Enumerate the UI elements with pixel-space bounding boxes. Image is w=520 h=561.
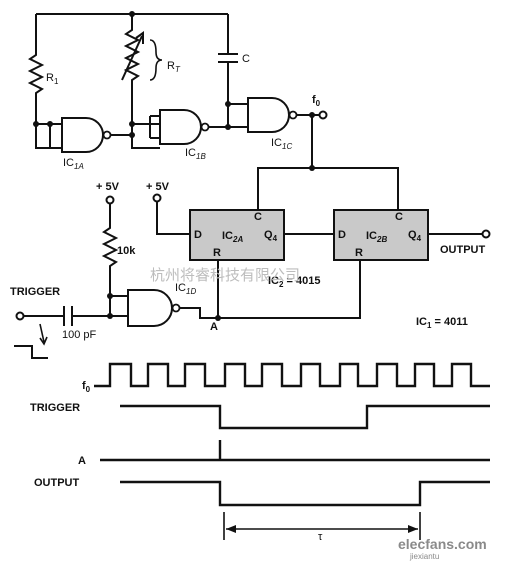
potentiometer-rt xyxy=(123,14,141,135)
ic2a-pin-r: R xyxy=(213,247,221,259)
trigger-section xyxy=(14,195,221,359)
ic2b-pin-r: R xyxy=(355,247,363,259)
label-rt: RT xyxy=(167,60,181,74)
f0-test-point xyxy=(318,110,328,120)
timing-label-a: A xyxy=(78,455,86,467)
label-ic1d: IC1D xyxy=(175,282,196,296)
nand-gate-ic1a xyxy=(61,117,104,153)
ic2a-pin-d: D xyxy=(194,229,202,241)
label-plus5v-2: + 5V xyxy=(146,181,170,193)
resistor-10k xyxy=(101,204,119,296)
label-ic1a: IC1A xyxy=(63,157,84,171)
timing-label-output: OUTPUT xyxy=(34,477,80,489)
resistor-r1 xyxy=(27,14,50,149)
plus5v-terminal-2 xyxy=(152,193,162,203)
output-waveform xyxy=(120,480,490,507)
timing-diagram: f0 TRIGGER A OUTPUT τ xyxy=(30,362,490,543)
ic2b-pin-c: C xyxy=(395,211,403,223)
label-c: C xyxy=(242,53,250,65)
ic2a-pin-q: Q4 xyxy=(264,229,278,243)
label-ic2-part: IC2 = 4015 xyxy=(268,275,320,289)
f0-waveform xyxy=(94,362,490,388)
label-ic1-part: IC1 = 4011 xyxy=(416,316,468,330)
label-ic1c: IC1C xyxy=(271,137,292,151)
label-r1: R1 xyxy=(46,72,59,86)
trigger-terminal xyxy=(15,311,25,321)
ic2a-pin-c: C xyxy=(254,211,262,223)
label-node-a: A xyxy=(210,321,218,333)
nand-gate-ic1b xyxy=(159,109,202,145)
ic2b-pin-q: Q4 xyxy=(408,229,422,243)
oscillator-section xyxy=(27,11,399,212)
label-plus5v-1: + 5V xyxy=(96,181,120,193)
a-waveform xyxy=(100,440,490,462)
schematic-labels: R1 RT C IC1A IC1B IC1C f0 + 5V + 5V 10k … xyxy=(10,53,486,341)
nand-gate-ic1d xyxy=(127,289,173,327)
timing-label-tau: τ xyxy=(318,531,323,543)
plus5v-terminal-1 xyxy=(105,195,115,205)
label-ic2b: IC2B xyxy=(366,230,387,244)
shift-register-ic2b xyxy=(333,209,429,261)
label-ic1b: IC1B xyxy=(185,147,206,161)
label-output: OUTPUT xyxy=(440,244,486,256)
site-logo: elecfans.com jiexiantu xyxy=(398,536,487,561)
nand-gate-ic1c xyxy=(247,97,290,133)
trigger-waveform xyxy=(120,404,490,430)
timing-label-f0: f0 xyxy=(82,380,91,394)
ic2b-pin-d: D xyxy=(338,229,346,241)
capacitor-c xyxy=(218,14,238,127)
label-ic2a: IC2A xyxy=(222,230,243,244)
label-f0: f0 xyxy=(312,94,321,108)
label-trigger-input: TRIGGER xyxy=(10,286,60,298)
label-10k: 10k xyxy=(117,245,136,257)
shift-register-ic2a xyxy=(189,209,285,261)
site-logo-subtext: jiexiantu xyxy=(409,552,439,561)
watermark-text: 杭州将睿科技有限公司 xyxy=(150,267,300,284)
capacitor-100pf xyxy=(72,295,128,317)
timing-label-trigger: TRIGGER xyxy=(30,402,80,414)
output-terminal xyxy=(481,229,491,239)
site-logo-text: elecfans.com xyxy=(398,536,487,552)
shift-register-section xyxy=(152,193,491,319)
label-100pf: 100 pF xyxy=(62,329,97,341)
